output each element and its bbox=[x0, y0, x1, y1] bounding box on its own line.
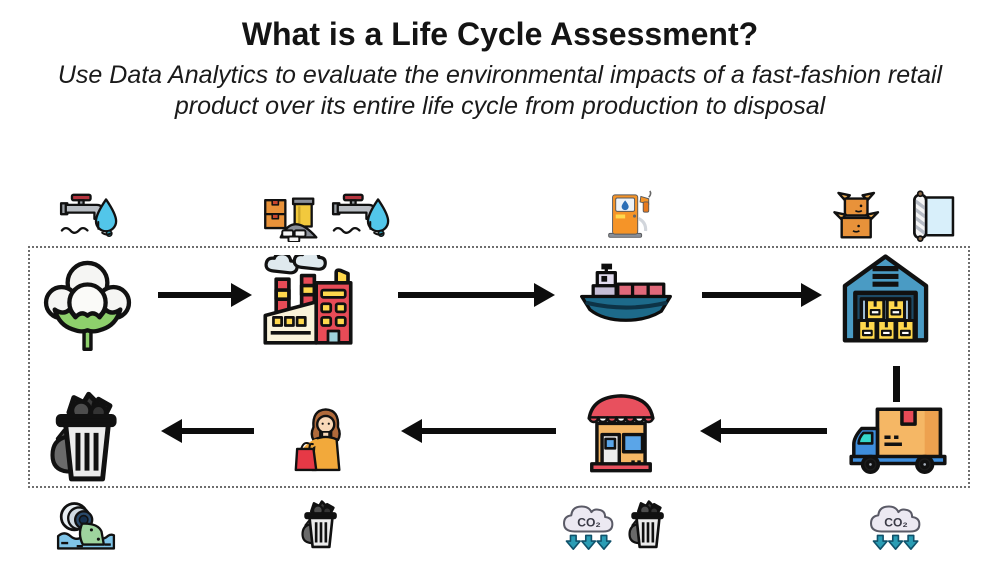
co2-emissions-icon bbox=[867, 498, 925, 552]
flow-connector-warehouse-to-truck bbox=[893, 366, 900, 402]
flow-arrow-factory-to-ship bbox=[398, 283, 555, 307]
water-tap-icon bbox=[58, 192, 120, 241]
open-boxes-icon bbox=[832, 189, 882, 242]
fuel-pump-icon bbox=[600, 187, 655, 242]
cargo-ship-icon bbox=[572, 262, 680, 326]
lifecycle-boundary-box bbox=[28, 246, 970, 488]
flow-arrow-ship-to-warehouse bbox=[702, 283, 822, 307]
delivery-truck-icon bbox=[843, 404, 953, 474]
factory-icon bbox=[258, 255, 358, 347]
flow-arrow-cotton-to-factory bbox=[158, 283, 252, 307]
water-tap-icon bbox=[330, 192, 392, 241]
subtitle-line-2: product over its entire life cycle from … bbox=[174, 92, 826, 120]
trash-can-icon bbox=[299, 497, 343, 552]
flow-arrow-truck-to-store bbox=[700, 419, 827, 443]
fabric-roll-icon bbox=[906, 190, 958, 242]
trash-can-icon bbox=[626, 496, 670, 553]
water-pollution-icon bbox=[55, 500, 117, 552]
flow-arrow-shopper-to-disposal bbox=[161, 419, 254, 443]
co2-emissions-icon bbox=[560, 498, 618, 552]
shopper-icon bbox=[289, 404, 357, 472]
cotton-plant-icon bbox=[40, 252, 135, 355]
page-subtitle: Use Data Analytics to evaluate the envir… bbox=[0, 60, 1000, 122]
warehouse-icon bbox=[838, 249, 933, 347]
flow-arrow-store-to-shopper bbox=[401, 419, 556, 443]
subtitle-line-1: Use Data Analytics to evaluate the envir… bbox=[57, 61, 943, 89]
store-icon bbox=[578, 389, 664, 475]
raw-materials-icon bbox=[258, 194, 322, 242]
trash-can-icon bbox=[45, 391, 129, 483]
page-title: What is a Life Cycle Assessment? bbox=[241, 16, 759, 52]
